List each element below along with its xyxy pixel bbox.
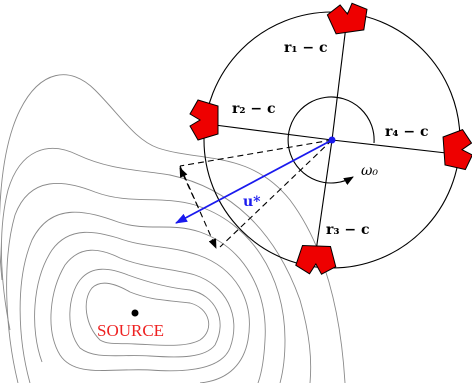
robot-4 — [442, 129, 472, 171]
contour-1 — [85, 282, 210, 346]
robot-2 — [189, 99, 219, 141]
source-point — [131, 309, 139, 317]
dashed-left-back — [179, 167, 199, 208]
source-label: SOURCE — [97, 321, 164, 340]
vector-r3 — [312, 139, 333, 259]
label-r3: r₃ − c — [326, 222, 370, 238]
dashed-top — [179, 139, 333, 167]
u-star-vector — [175, 139, 333, 224]
robot-3 — [295, 245, 337, 275]
label-r4: r₄ − c — [385, 124, 429, 140]
contour-2 — [69, 268, 221, 358]
label-r2: r₂ − c — [232, 101, 276, 117]
label-r1: r₁ − c — [284, 40, 328, 56]
u-star-label: u* — [243, 194, 261, 210]
vector-r1 — [331, 17, 350, 141]
relative-position-vectors — [206, 17, 456, 259]
dashed-construction — [179, 139, 333, 249]
robot-1 — [326, 2, 368, 35]
omega-label: ω₀ — [361, 163, 378, 179]
contour-3 — [50, 249, 235, 372]
contour-8 — [0, 74, 346, 383]
contour-lines — [0, 74, 346, 383]
vector-r2 — [206, 121, 333, 141]
center-point — [328, 136, 336, 144]
omega-arc — [287, 96, 375, 186]
contour-4 — [34, 231, 250, 383]
contour-5 — [19, 211, 266, 383]
contour-6 — [6, 183, 286, 383]
vector-r4 — [331, 139, 456, 157]
contour-7 — [1, 147, 312, 383]
dashed-bottom — [219, 139, 333, 248]
